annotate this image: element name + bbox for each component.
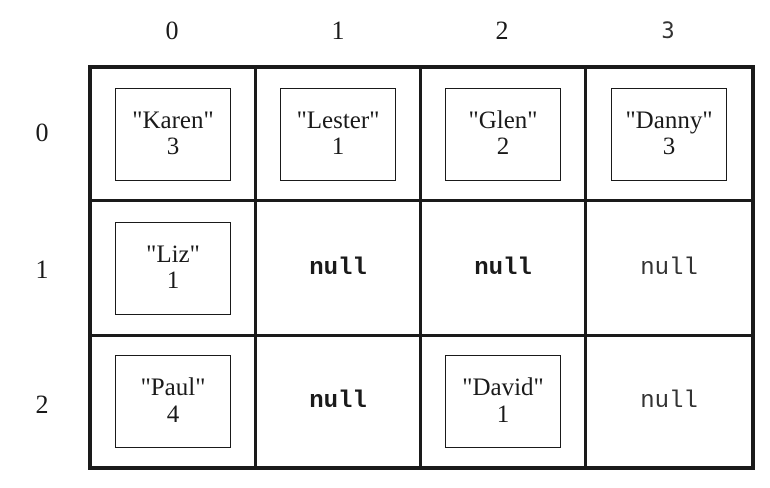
object-name: "Liz" <box>146 240 200 268</box>
grid-cell: "Karen" 3 <box>92 69 257 202</box>
object-name: "Lester" <box>296 106 380 134</box>
object-value: 3 <box>166 133 180 160</box>
grid-cell: "Danny" 3 <box>587 69 751 202</box>
null-value: null <box>474 254 532 282</box>
object-box: "Liz" 1 <box>115 221 231 315</box>
object-value: 1 <box>496 400 510 428</box>
object-name: "Danny" <box>625 106 713 134</box>
object-name: "David" <box>462 374 544 402</box>
object-value: 3 <box>662 133 676 160</box>
object-box: "Danny" 3 <box>611 87 727 181</box>
grid-cell: "Lester" 1 <box>257 69 422 202</box>
object-box: "Karen" 3 <box>115 87 231 181</box>
object-value: 2 <box>496 133 510 160</box>
object-value: 4 <box>166 400 180 428</box>
null-value: null <box>640 388 698 415</box>
object-name: "Glen" <box>468 106 538 134</box>
column-header-1: 1 <box>331 16 345 45</box>
object-box: "Paul" 4 <box>115 355 231 448</box>
grid-cell: null <box>257 337 422 466</box>
object-box: "David" 1 <box>445 355 561 448</box>
grid-cell: "Glen" 2 <box>422 69 587 202</box>
object-name: "Paul" <box>140 374 206 402</box>
array-grid: "Karen" 3 "Lester" 1 "Glen" 2 "Danny" 3 … <box>88 65 755 470</box>
column-header-0: 0 <box>165 16 179 45</box>
object-name: "Karen" <box>132 106 214 134</box>
null-value: null <box>640 254 698 282</box>
grid-cell: "Liz" 1 <box>92 202 257 337</box>
object-box: "Lester" 1 <box>280 87 396 181</box>
null-value: null <box>309 388 367 415</box>
grid-cell: null <box>422 202 587 337</box>
row-header-2: 2 <box>35 390 49 419</box>
object-value: 1 <box>331 133 345 160</box>
grid-cell: "David" 1 <box>422 337 587 466</box>
grid-cell: null <box>257 202 422 337</box>
column-header-3: 3 <box>661 19 675 44</box>
object-value: 1 <box>166 267 180 294</box>
object-box: "Glen" 2 <box>445 87 561 181</box>
row-header-1: 1 <box>35 255 49 284</box>
grid-cell: "Paul" 4 <box>92 337 257 466</box>
grid-cell: null <box>587 337 751 466</box>
column-header-2: 2 <box>495 16 509 45</box>
null-value: null <box>309 254 367 282</box>
row-header-0: 0 <box>35 118 49 147</box>
grid-cell: null <box>587 202 751 337</box>
